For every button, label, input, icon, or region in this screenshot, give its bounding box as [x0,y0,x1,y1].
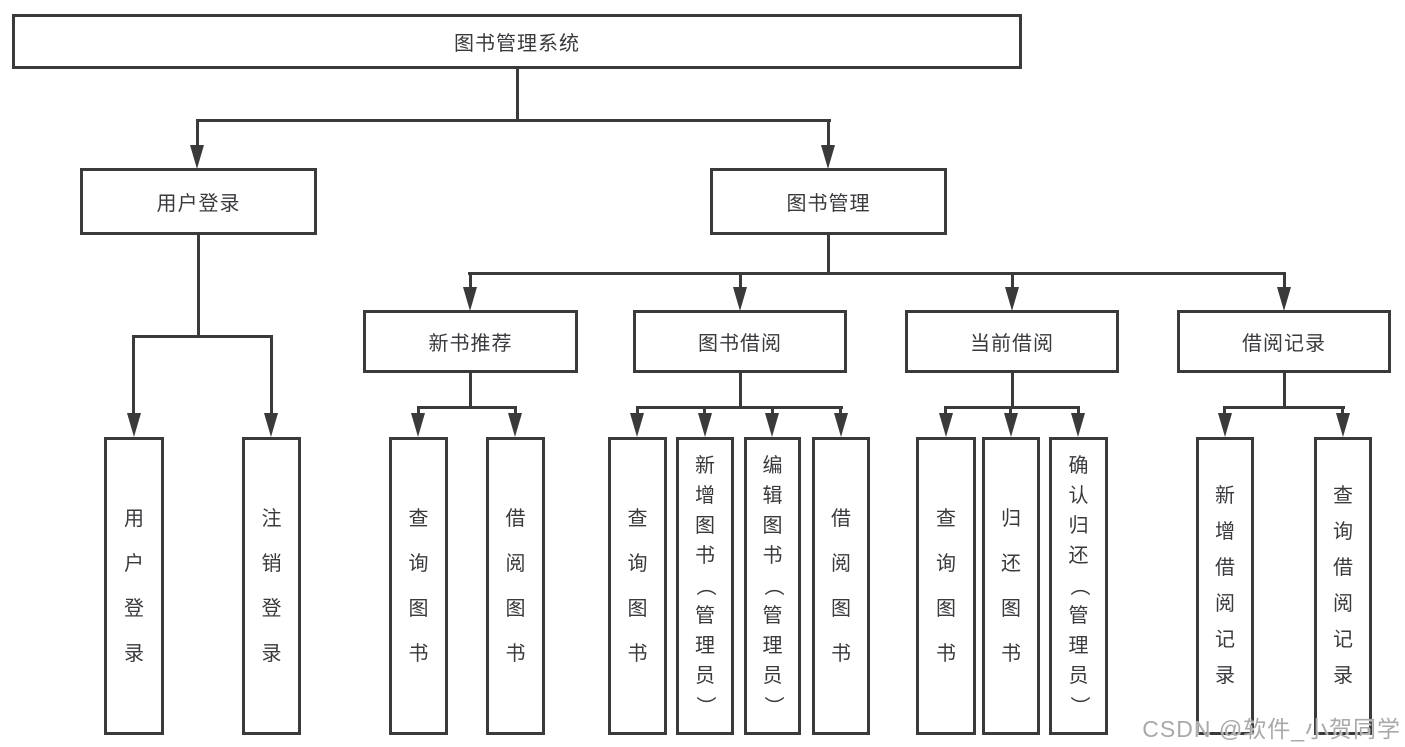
connector-g5-stem [1283,371,1286,409]
arrowhead-g1-leaf1 [127,413,141,437]
node-book-borrowing: 图书借阅 [633,310,847,373]
connector-g1-drop2 [270,335,273,415]
leaf-borrow-books-recommend: 借阅图书 [486,437,545,735]
arrowhead-g3-leaf1 [630,413,644,437]
arrowhead-g2-leaf1 [411,413,425,437]
connector-g4-drop2 [1009,406,1012,416]
connector-root-stem [516,66,519,122]
connector-g3-drop4 [839,406,842,416]
arrowhead-g4-leaf2 [1004,413,1018,437]
leaf-query-books-recommend: 查询图书 [389,437,448,735]
leaf-edit-book-admin: 编辑图书（管理员） [744,437,801,735]
node-book-management: 图书管理 [710,168,947,235]
node-root: 图书管理系统 [12,14,1022,69]
leaf-logout: 注销登录 [242,437,301,735]
arrowhead-user-login [190,145,204,169]
connector-g3-stem [739,371,742,409]
leaf-query-books-current: 查询图书 [916,437,976,735]
arrowhead-g5-leaf1 [1218,413,1232,437]
arrowhead-new-book [463,287,477,311]
node-current-borrowing: 当前借阅 [905,310,1119,373]
connector-l3-hbar [468,272,1286,275]
arrowhead-g4-leaf3 [1071,413,1085,437]
arrowhead-borrow-records [1277,287,1291,311]
connector-g5-hbar [1223,406,1345,409]
connector-g2-drop1 [417,406,420,416]
arrowhead-g3-leaf2 [698,413,712,437]
node-new-book-recommend: 新书推荐 [363,310,578,373]
watermark: CSDN @软件_小贺同学 [1142,716,1401,742]
arrowhead-g3-leaf4 [834,413,848,437]
connector-g2-drop2 [514,406,517,416]
leaf-user-login: 用户登录 [104,437,164,735]
connector-g4-hbar [944,406,1080,409]
leaf-query-borrow-record: 查询借阅记录 [1314,437,1372,735]
leaf-query-books-borrowing: 查询图书 [608,437,667,735]
connector-l3-drop4 [1283,272,1286,289]
connector-g3-drop1 [636,406,639,416]
node-borrowing-records: 借阅记录 [1177,310,1391,373]
arrowhead-g3-leaf3 [765,413,779,437]
leaf-add-book-admin: 新增图书（管理员） [676,437,734,735]
connector-g4-drop3 [1077,406,1080,416]
leaf-add-borrow-record: 新增借阅记录 [1196,437,1254,735]
connector-g2-stem [469,371,472,409]
leaf-confirm-return-admin: 确认归还（管理员） [1049,437,1108,735]
arrowhead-book-borrow [733,287,747,311]
connector-g4-stem [1011,371,1014,409]
connector-g3-hbar [636,406,843,409]
connector-user-login-drop [196,119,199,148]
node-user-login: 用户登录 [80,168,317,235]
arrowhead-g5-leaf2 [1336,413,1350,437]
connector-g1-hbar [132,335,273,338]
connector-g5-drop1 [1223,406,1226,416]
leaf-borrow-books-borrowing: 借阅图书 [812,437,870,735]
arrowhead-g4-leaf1 [939,413,953,437]
connector-g5-drop2 [1341,406,1344,416]
connector-l3-drop2 [739,272,742,289]
connector-g1-drop1 [132,335,135,415]
connector-book-mgmt-drop [827,119,830,148]
connector-g2-hbar [417,406,517,409]
connector-g1-stem [197,233,200,337]
leaf-return-books: 归还图书 [982,437,1040,735]
arrowhead-current-borrow [1005,287,1019,311]
connector-l3-drop3 [1011,272,1014,289]
connector-g3-drop2 [703,406,706,416]
connector-l3-drop1 [469,272,472,289]
connector-g3-drop3 [771,406,774,416]
arrowhead-book-mgmt [821,145,835,169]
arrowhead-g2-leaf2 [508,413,522,437]
arrowhead-g1-leaf2 [264,413,278,437]
connector-g4-drop1 [944,406,947,416]
connector-level2-hbar [196,119,831,122]
connector-l3-stem [827,233,830,274]
